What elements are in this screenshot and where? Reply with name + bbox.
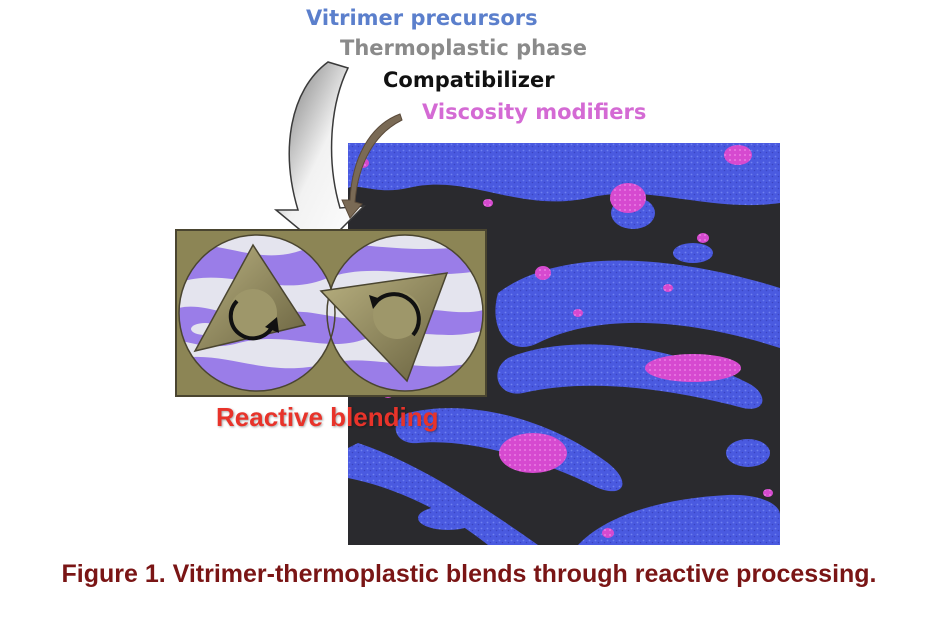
process-label: Reactive blending (216, 402, 439, 432)
counterclockwise-arrow-icon (373, 292, 421, 337)
input-label-viscosity-modifiers: Viscosity modifiers (422, 100, 647, 124)
clockwise-arrow-icon (228, 299, 275, 341)
micrograph-image (348, 143, 780, 545)
input-label-thermoplastic-phase: Thermoplastic phase (340, 36, 587, 60)
twin-rotor-mixer (175, 229, 487, 397)
figure-caption: Figure 1. Vitrimer-thermoplastic blends … (61, 560, 877, 588)
side-feed-arrow-icon (341, 113, 403, 219)
curved-down-arrow-icon (273, 61, 366, 250)
input-label-vitrimer-precursors: Vitrimer precursors (306, 6, 538, 30)
input-label-compatibilizer: Compatibilizer (383, 68, 555, 92)
